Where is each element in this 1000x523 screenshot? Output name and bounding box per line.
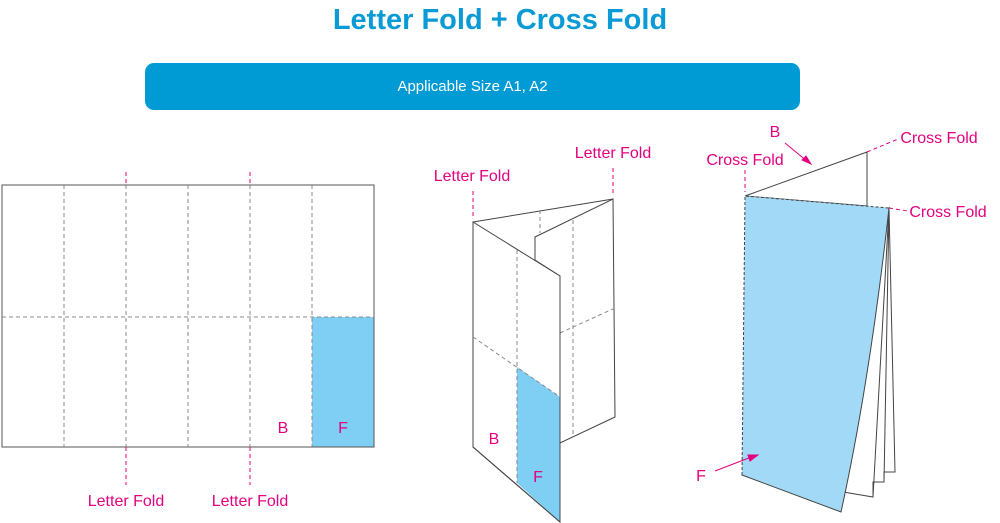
front-label: F [338, 420, 348, 437]
cross-fold-label: Cross Fold [900, 130, 977, 147]
cross-fold-label: Cross Fold [706, 152, 783, 169]
letter-fold-label: Letter Fold [88, 493, 164, 510]
applicable-size-banner: Applicable Size A1, A2 [145, 63, 800, 110]
cross-folded-booklet [714, 138, 909, 513]
back-label: B [770, 124, 781, 141]
letter-fold-label: Letter Fold [575, 145, 651, 162]
letter-fold-label: Letter Fold [434, 168, 510, 185]
back-label: B [278, 420, 289, 437]
front-label: F [696, 468, 706, 485]
back-label: B [489, 431, 500, 448]
flat-sheet [1, 172, 375, 485]
front-panel-fill [312, 317, 374, 447]
letter-folded-sheet [472, 168, 616, 523]
page-title: Letter Fold + Cross Fold [332, 4, 668, 36]
front-label: F [533, 469, 543, 486]
letter-fold-label: Letter Fold [212, 493, 288, 510]
cross-fold-label: Cross Fold [909, 204, 986, 221]
